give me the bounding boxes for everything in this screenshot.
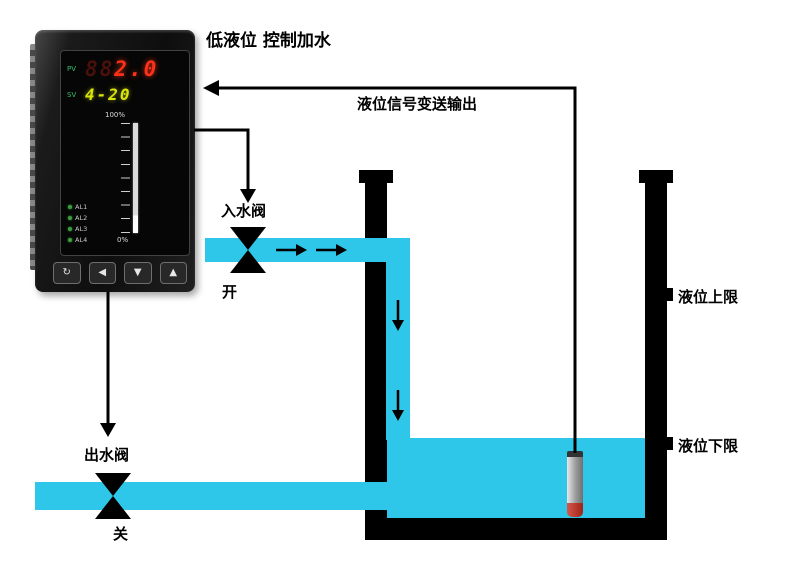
tank-bottom [365, 518, 667, 540]
alarm-row: AL1 [68, 201, 87, 212]
outlet-valve-label: 出水阀 [84, 446, 130, 464]
tank-right-wall [645, 170, 667, 540]
sv-label: SV [67, 90, 77, 99]
device-terminal-strip [30, 44, 36, 270]
pv-label: PV [67, 65, 77, 73]
tank-water [387, 438, 645, 518]
device-key-loop-icon: ↻ [53, 262, 81, 284]
inlet-control-arrow [194, 128, 256, 203]
level-high-marker [652, 288, 673, 301]
probe-tip [567, 503, 583, 517]
outlet-control-arrow [100, 292, 116, 437]
tank-left-wall-cap [359, 170, 393, 183]
bargraph-scale-top: 100% [105, 111, 126, 119]
device-key-up-icon: ▲ [159, 262, 187, 284]
alarm-label: AL2 [75, 213, 88, 222]
diagram-title: 低液位 控制加水 [206, 31, 331, 51]
alarm-label: AL3 [75, 224, 88, 233]
probe-cap [567, 451, 583, 457]
alarm-indicators: AL1 AL2 AL3 AL4 [68, 201, 87, 245]
sv-display: SV 4-20 [67, 85, 132, 104]
bargraph-ticks [121, 123, 130, 233]
level-low-label: 液位下限 [678, 437, 739, 455]
alarm-led-icon [68, 237, 72, 242]
signal-output-label: 液位信号变送输出 [357, 95, 478, 113]
outlet-valve-state: 关 [113, 525, 129, 543]
alarm-row: AL2 [68, 212, 87, 223]
level-low-marker [652, 437, 673, 450]
alarm-label: AL1 [75, 202, 88, 211]
pv-ghost-digits: 88 [85, 57, 115, 81]
tank-right-wall-cap [639, 170, 673, 183]
device-key-down-icon: ▼ [124, 262, 152, 284]
level-high-label: 液位上限 [678, 288, 739, 306]
controller-display: PV 88 2.0 SV 4-20 100% 0% AL1 AL2 AL3 AL… [60, 50, 190, 256]
pv-display: PV 88 2.0 [67, 57, 158, 81]
device-key-shift-icon: ◀ [88, 262, 116, 284]
alarm-led-icon [68, 226, 72, 231]
bargraph-scale-bottom: 0% [117, 236, 129, 244]
sv-value: 4-20 [85, 85, 132, 104]
outlet-pipe [35, 482, 390, 510]
alarm-led-icon [68, 204, 72, 209]
inlet-valve-label: 入水阀 [221, 202, 267, 220]
pv-value: 2.0 [114, 57, 159, 81]
alarm-row: AL4 [68, 234, 87, 245]
inlet-downpipe [386, 240, 410, 440]
inlet-valve-state: 开 [222, 283, 238, 301]
inlet-pipe [205, 238, 410, 262]
controller-keypad: ↻ ◀ ▼ ▲ [53, 262, 187, 284]
level-sensor-probe [567, 451, 583, 517]
probe-body [567, 457, 583, 503]
alarm-led-icon [68, 215, 72, 220]
level-controller: PV 88 2.0 SV 4-20 100% 0% AL1 AL2 AL3 AL… [35, 30, 195, 292]
alarm-label: AL4 [75, 235, 88, 244]
alarm-row: AL3 [68, 223, 87, 234]
bargraph-bar [133, 123, 138, 233]
